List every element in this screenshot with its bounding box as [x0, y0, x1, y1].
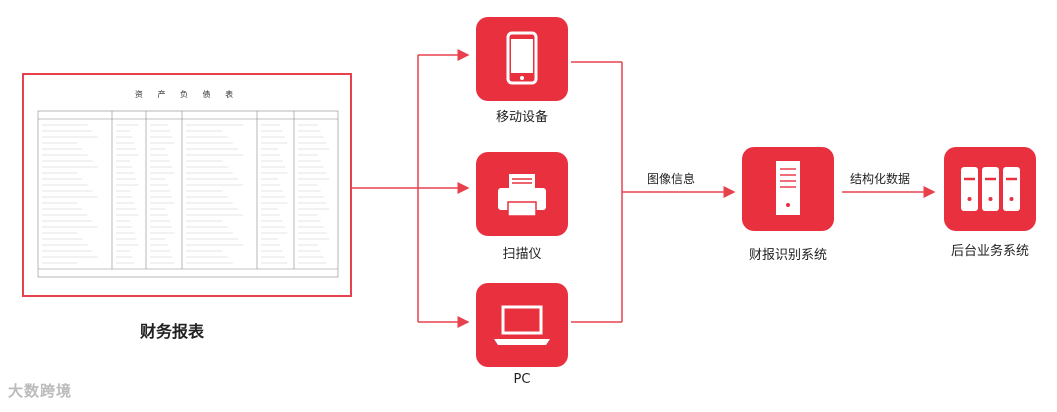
image-info-label: 图像信息 [647, 172, 696, 186]
laptop-icon [494, 305, 550, 345]
watermark-logo: 大数跨境 [8, 382, 73, 400]
smartphone-icon [506, 31, 538, 85]
server-document-icon [776, 161, 800, 215]
report-doc-title: 资 产 负 债 表 [134, 90, 240, 99]
recognition-system-tile [742, 147, 834, 231]
recognition-system-label: 财报识别系统 [748, 248, 827, 263]
backend-system-tile [944, 147, 1036, 231]
backend-system-label: 后台业务系统 [950, 244, 1029, 259]
report-sheet: 资 产 负 债 表 [32, 83, 342, 287]
financial-report-document: 资 产 负 债 表 [22, 73, 352, 297]
printer-scanner-icon [498, 174, 546, 217]
mobile-device-label: 移动设备 [495, 110, 548, 125]
scanner-label: 扫描仪 [502, 247, 542, 262]
pc-label: PC [513, 372, 531, 387]
scanner-tile [476, 152, 568, 236]
mobile-device-tile [476, 17, 568, 101]
structured-data-label: 结构化数据 [850, 172, 911, 186]
pc-tile [476, 283, 568, 367]
report-table-graphic [37, 110, 339, 278]
report-caption: 财务报表 [140, 322, 205, 341]
server-rack-icon [961, 167, 1020, 211]
